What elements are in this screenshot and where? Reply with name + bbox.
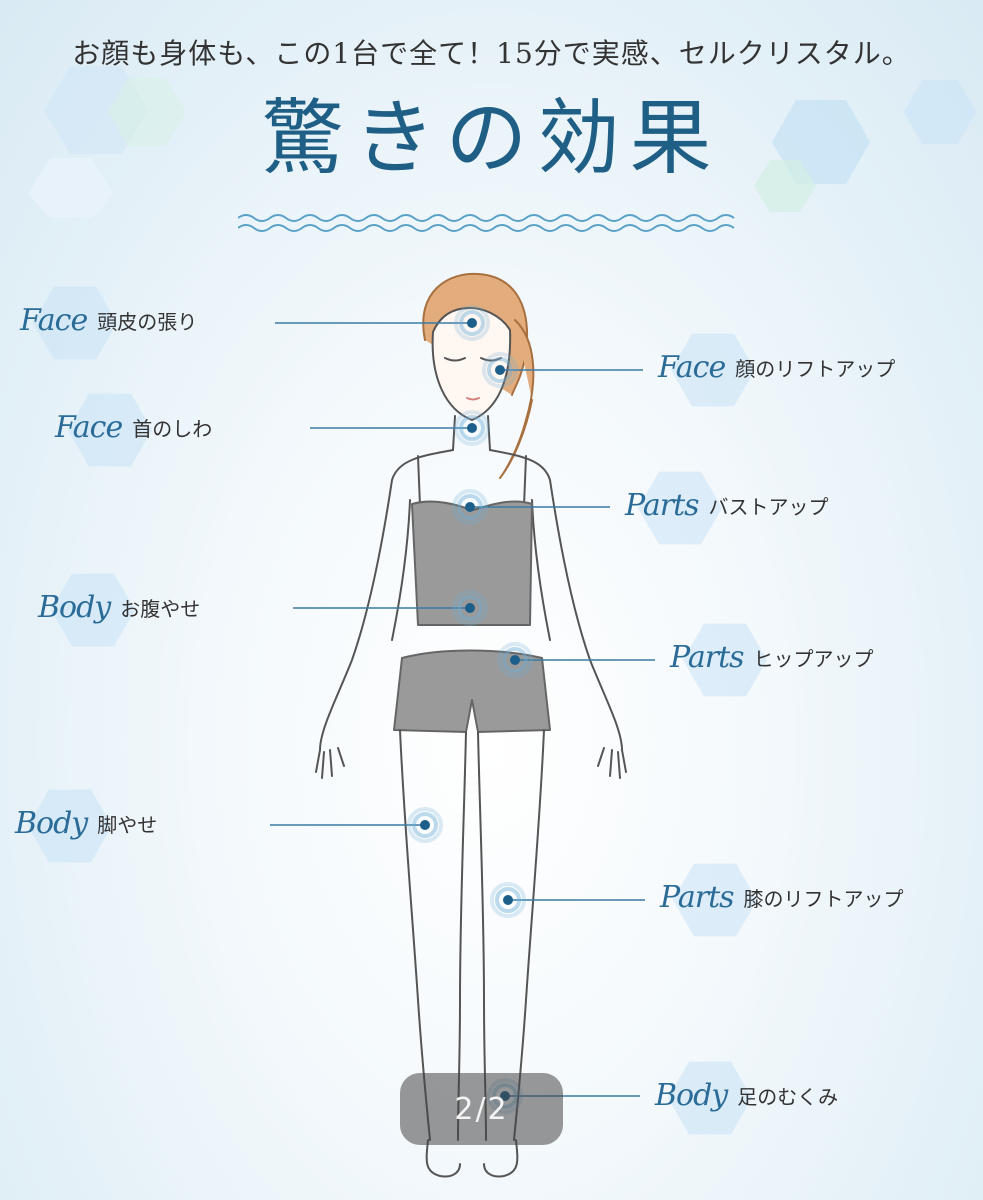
- hexagon-decoration: [28, 66, 186, 218]
- callout-label: 頭皮の張り: [97, 310, 198, 334]
- target-dot: [510, 655, 520, 665]
- callout-category: Parts: [660, 880, 735, 915]
- callout-hexagon: [33, 286, 117, 360]
- callout-4: Parts バストアップ: [625, 488, 829, 523]
- tagline: お顔も身体も、この1台で全て！15分で実感、セルクリスタル。: [72, 37, 911, 70]
- callout-5: Body お腹やせ: [38, 590, 200, 625]
- target-ring: [502, 647, 528, 673]
- target-ring: [452, 489, 488, 525]
- callout-hexagon: [28, 789, 112, 863]
- callout-7: Body 脚やせ: [15, 806, 157, 841]
- callout-label: 首のしわ: [132, 417, 213, 441]
- callout-hexagon: [68, 393, 152, 467]
- callout-8: Parts 膝のリフトアップ: [660, 880, 904, 915]
- callout-category: Body: [655, 1078, 728, 1113]
- callout-category: Face: [55, 410, 123, 445]
- target-ring: [407, 807, 443, 843]
- callout-category: Body: [38, 590, 111, 625]
- woman-illustration: [315, 272, 627, 1178]
- target-dot: [495, 365, 505, 375]
- callout-2: Face 顔のリフトアップ: [658, 350, 895, 385]
- target-ring: [490, 882, 526, 918]
- callout-9: Body 足のむくみ: [655, 1078, 838, 1113]
- headline: 驚きの効果: [261, 91, 722, 186]
- callout-category: Face: [658, 350, 726, 385]
- callout-category: Face: [20, 303, 88, 338]
- callout-label: 脚やせ: [97, 813, 158, 837]
- target-dot: [465, 502, 475, 512]
- target-dot: [467, 318, 477, 328]
- target-ring: [459, 415, 485, 441]
- callout-hexagon: [51, 573, 135, 647]
- callout-hexagon: [671, 333, 755, 407]
- target-ring: [482, 352, 518, 388]
- callout-hexagon: [668, 1061, 752, 1135]
- callout-hexagon: [683, 623, 767, 697]
- target-ring: [412, 812, 438, 838]
- target-ring: [457, 494, 483, 520]
- callout-hexagon: [638, 471, 722, 545]
- callout-label: ヒップアップ: [753, 647, 874, 671]
- target-dot: [465, 603, 475, 613]
- callout-1: Face 頭皮の張り: [20, 303, 197, 338]
- callout-hexagon: [673, 863, 757, 937]
- callout-label: 顔のリフトアップ: [735, 357, 896, 381]
- callout-category: Body: [15, 806, 88, 841]
- callout-category: Parts: [670, 640, 745, 675]
- callout-category: Parts: [625, 488, 700, 523]
- target-ring: [454, 410, 490, 446]
- target-ring: [454, 305, 490, 341]
- callout-3: Face 首のしわ: [55, 410, 212, 445]
- target-ring: [497, 642, 533, 678]
- target-dot: [503, 895, 513, 905]
- image-pager-indicator[interactable]: 2/2: [400, 1073, 563, 1145]
- callout-label: 足のむくみ: [737, 1085, 839, 1109]
- hexagon-decoration: [754, 80, 976, 212]
- target-ring: [452, 590, 488, 626]
- target-ring: [495, 887, 521, 913]
- target-ring: [459, 310, 485, 336]
- target-ring: [457, 595, 483, 621]
- target-dot: [467, 423, 477, 433]
- callout-label: お腹やせ: [120, 597, 201, 621]
- wave-divider: [238, 214, 735, 232]
- callout-label: バストアップ: [708, 495, 829, 519]
- target-dot: [420, 820, 430, 830]
- target-ring: [487, 357, 513, 383]
- callout-label: 膝のリフトアップ: [743, 887, 904, 911]
- callout-6: Parts ヒップアップ: [670, 640, 874, 675]
